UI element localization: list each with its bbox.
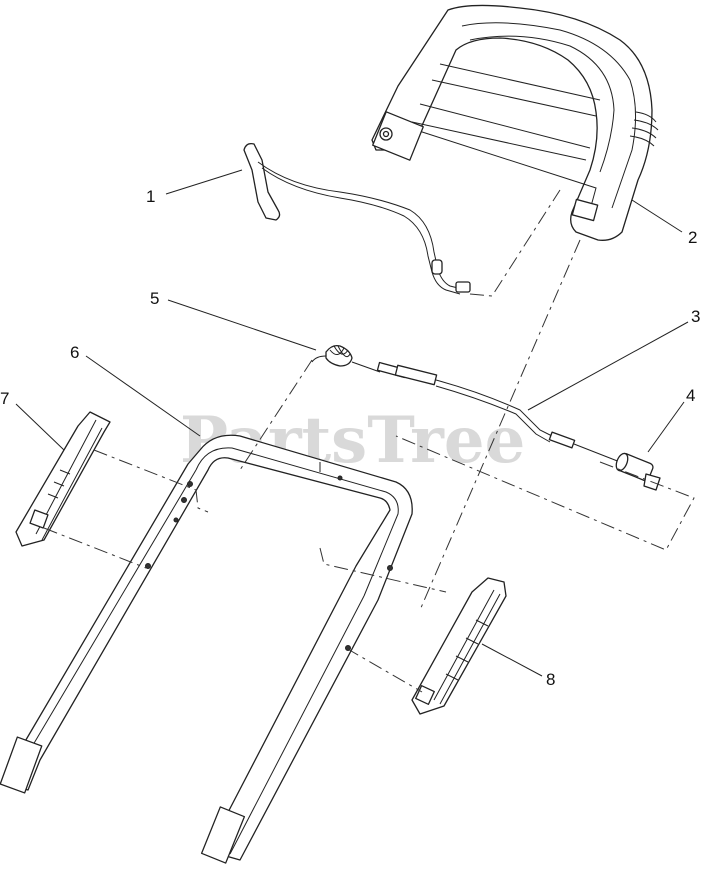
control-cable-part[interactable]: [351, 361, 621, 463]
callout-7: 7: [0, 389, 9, 408]
callout-5: 5: [150, 289, 159, 308]
alignment-lines: [43, 189, 695, 693]
callout-3: 3: [691, 307, 700, 326]
callout-4: 4: [686, 386, 695, 405]
spring-part[interactable]: [311, 344, 353, 367]
callout-8: 8: [546, 670, 555, 689]
leader-lines: [15, 169, 689, 677]
control-bail-part[interactable]: [243, 142, 471, 295]
callout-2: 2: [688, 228, 697, 247]
upper-handle-part[interactable]: [371, 4, 659, 241]
cable-fitting-part[interactable]: [614, 452, 661, 491]
callout-6: 6: [70, 343, 79, 362]
lower-handle-part[interactable]: [0, 434, 413, 864]
right-bracket-part[interactable]: [411, 577, 507, 715]
left-bracket-part[interactable]: [15, 411, 111, 547]
callout-1: 1: [146, 187, 155, 206]
